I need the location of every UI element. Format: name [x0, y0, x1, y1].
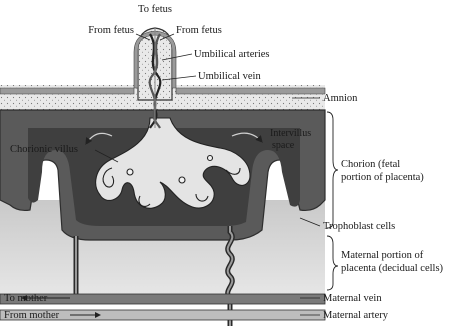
label-umbilical-vein: Umbilical vein [198, 71, 261, 82]
label-amnion: Amnion [323, 93, 358, 104]
label-intervillus-1: Intervillus [270, 128, 311, 139]
label-from-fetus-right: From fetus [176, 25, 222, 36]
label-chorion-1: Chorion (fetal [341, 159, 400, 170]
label-intervillus-2: space [272, 140, 295, 151]
label-chorion-2: portion of placenta) [341, 172, 424, 183]
label-from-mother: From mother [4, 310, 60, 321]
label-to-fetus: To fetus [138, 4, 172, 15]
label-to-mother: To mother [4, 293, 48, 304]
chorion-bracket [327, 112, 338, 228]
maternal-vein [0, 294, 325, 304]
label-trophoblast-cells: Trophoblast cells [323, 221, 395, 232]
label-maternal-vein: Maternal vein [323, 293, 382, 304]
label-from-fetus-left: From fetus [88, 25, 134, 36]
maternal-bracket [327, 236, 338, 290]
label-chorionic-villus: Chorionic villus [10, 144, 78, 155]
label-maternal-portion-1: Maternal portion of [341, 250, 424, 261]
label-umbilical-arteries: Umbilical arteries [194, 49, 270, 60]
label-maternal-portion-2: placenta (decidual cells) [341, 263, 444, 274]
label-maternal-artery: Maternal artery [323, 310, 389, 321]
